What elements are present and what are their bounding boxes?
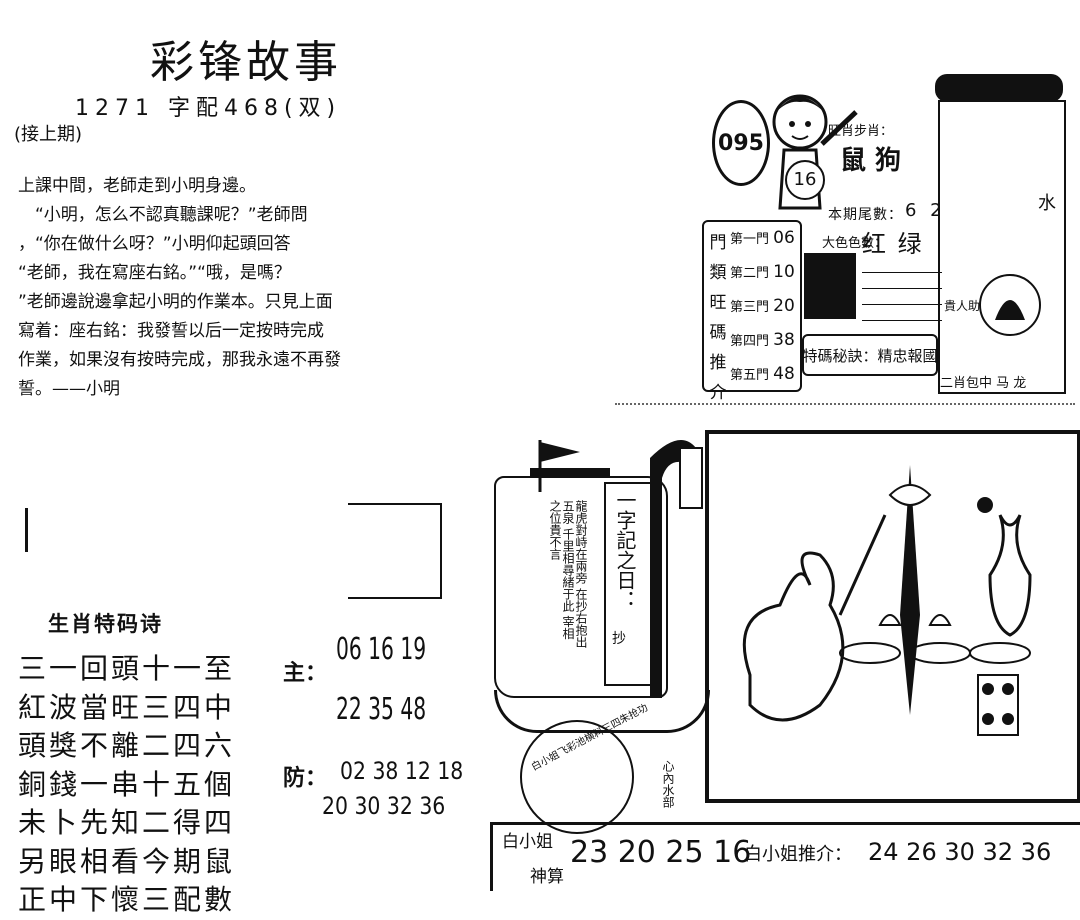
door-row: 第五門 48	[730, 358, 795, 392]
blank-marker	[25, 508, 28, 552]
door-label: 第二門	[730, 266, 770, 281]
story-line: 上課中間，老師走到小明身邊。	[18, 176, 256, 196]
story-line: 誓。——小明	[18, 379, 120, 399]
doors-char: 介	[709, 383, 727, 403]
issue-line: 1271 字配468(双)	[75, 96, 342, 121]
color-value: 红 绿	[862, 230, 924, 258]
ball-number: 16	[785, 160, 825, 200]
story-line: ”老師邊說邊拿起小明的作業本。只見上面	[18, 292, 333, 312]
door-row: 第二門 10	[730, 256, 795, 290]
doors-char: 推	[709, 353, 727, 373]
poem-line: 頭獎不離二四六	[18, 729, 236, 762]
door-value: 10	[773, 262, 795, 282]
ship-sail	[494, 476, 668, 698]
guard-numbers-row1: 02 38 12 18	[340, 757, 464, 785]
poem-line: 三一回頭十一至	[18, 652, 236, 685]
tm-animals: 鼠 狗	[840, 146, 902, 176]
poem-line: 紅波當旺三四中	[18, 690, 236, 724]
doors-box	[702, 220, 802, 392]
rabbit-scene-icon	[742, 465, 1032, 736]
black-block	[804, 253, 856, 319]
story-line: “小明，怎么不認真聽課呢？”老師問	[18, 205, 308, 225]
doors-char: 類	[709, 263, 727, 283]
bottom-bar	[490, 822, 1080, 891]
flag-icon	[530, 440, 610, 492]
scroll-header	[935, 74, 1063, 102]
verse-title: 一字記之日：	[613, 490, 637, 610]
poem-line: 另眼相看今期鼠	[18, 844, 236, 878]
doors-char: 旺	[709, 293, 727, 313]
doors-list: 第一門 06 第二門 10 第三門 20 第四門 38 第五門 48	[730, 222, 795, 392]
door-label: 第三門	[730, 300, 770, 315]
story-line: 作業，如果沒有按時完成，那我永遠不再發	[18, 350, 341, 370]
door-value: 20	[773, 296, 795, 316]
door-value: 06	[773, 228, 795, 248]
poem-block: 三一回頭十一至 紅波當旺三四中 頭獎不離二四六 銅錢一串十五個 未卜先知二得四 …	[18, 650, 235, 920]
door-label: 第五門	[730, 368, 770, 383]
door-row: 第三門 20	[730, 290, 795, 324]
story-line: “老師，我在寫座右銘。”“哦，是嗎？	[18, 263, 291, 283]
rabbit-illustration-frame	[705, 430, 1080, 803]
doors-char: 碼	[709, 323, 727, 343]
door-value: 38	[773, 330, 795, 350]
story-line: ，“你在做什么呀？”小明仰起頭回答	[18, 234, 291, 254]
poem-line: 銅錢一串十五個	[18, 767, 236, 801]
continued-label: (接上期)	[14, 124, 83, 145]
guard-label: 防：	[283, 766, 328, 791]
recommend-numbers: 24 26 30 32 36	[868, 838, 1052, 866]
seal-circle	[520, 720, 634, 834]
fine-print	[862, 257, 942, 321]
verse-poem: 龍虎對峙在兩旁 在抄右抱出五泉 千里相尋緒于此 宰相之位貴不言	[548, 500, 588, 648]
issue-logo: 095	[712, 100, 770, 186]
water-char: 水	[1038, 193, 1056, 214]
door-value: 48	[773, 364, 795, 384]
main-label: 主：	[283, 661, 328, 686]
door-row: 第一門 06	[730, 222, 795, 256]
poem-heading: 生肖特码诗	[48, 612, 163, 636]
motto-box: 特碼秘訣：精忠報國	[802, 334, 938, 376]
guard-numbers-row2: 20 30 32 36	[322, 792, 446, 820]
dragon-column-icon	[650, 440, 703, 698]
shensuan-label: 神算	[530, 867, 564, 887]
doors-char: 門	[709, 233, 727, 253]
main-numbers-row1: 06 16 19	[336, 632, 427, 667]
story-line: 寫着：座右銘：我發誓以后一定按時完成	[18, 321, 324, 341]
poem-line: 未卜先知二得四	[18, 806, 236, 839]
bai-label: 白小姐	[502, 832, 553, 852]
blank-box	[348, 503, 442, 599]
door-label: 第一門	[730, 232, 770, 247]
tail-label: 本期尾數：	[828, 207, 903, 223]
heart-label: 心內水部	[661, 760, 675, 808]
tm-label: 旺肖步肖：	[828, 124, 894, 139]
recommend-label: 白小姐推介：	[744, 844, 852, 865]
doors-vertical-label: 門 類 旺 碼 推 介	[708, 228, 728, 408]
two-zodiac-line: 二肖包中 马 龙	[940, 376, 1027, 391]
helper-label: 貴人助	[944, 299, 981, 313]
story-text: 上課中間，老師走到小明身邊。 “小明，怎么不認真聽課呢？”老師問 ，“你在做什么…	[18, 172, 348, 404]
main-numbers-row2: 22 35 48	[336, 692, 427, 727]
right-column	[938, 100, 1066, 394]
dotted-divider	[615, 403, 1075, 405]
shensuan-numbers: 23 20 25 16	[570, 835, 752, 870]
tail-value: 6 2	[905, 200, 946, 221]
verse-sign: 抄	[612, 631, 626, 647]
page-title: 彩锋故事	[150, 37, 342, 88]
door-row: 第四門 38	[730, 324, 795, 358]
poem-line: 正中下懷三配數	[18, 883, 236, 916]
vase-icon	[979, 274, 1041, 336]
color-label: 大色色數：	[822, 236, 888, 251]
door-label: 第四門	[730, 334, 770, 349]
